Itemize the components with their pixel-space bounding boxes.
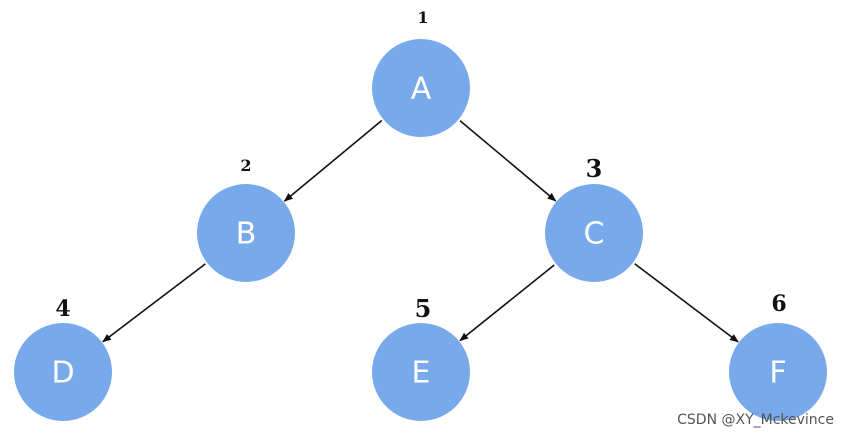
order-labels: 1 2 3 4 5 6 [55, 8, 786, 323]
edge-c-f [634, 263, 739, 343]
node-b-label: B [236, 217, 257, 252]
node-d-label: D [51, 356, 74, 391]
node-e: E [372, 323, 470, 421]
order-label-a: 1 [417, 8, 428, 27]
edge-c-e [459, 264, 555, 342]
node-f-label: F [769, 356, 786, 391]
edge-a-b [283, 119, 383, 202]
node-d-circle [14, 323, 112, 421]
node-a: A [372, 39, 470, 137]
order-label-e: 5 [415, 294, 432, 323]
order-label-d: 4 [55, 296, 70, 322]
order-label-b: 2 [240, 156, 251, 175]
node-f: F [729, 323, 827, 421]
node-f-circle [729, 323, 827, 421]
node-a-label: A [411, 72, 432, 107]
nodes: A B C D E F [14, 39, 827, 421]
node-d: D [14, 323, 112, 421]
node-c: C [545, 184, 643, 282]
node-c-circle [545, 184, 643, 282]
node-b: B [197, 184, 295, 282]
node-b-circle [197, 184, 295, 282]
edge-a-c [459, 120, 557, 202]
order-label-f: 6 [771, 291, 786, 317]
node-e-circle [372, 323, 470, 421]
node-c-label: C [584, 217, 605, 252]
edge-b-d [102, 263, 206, 343]
order-label-c: 3 [586, 154, 603, 183]
node-a-circle [372, 39, 470, 137]
edges [102, 119, 739, 343]
watermark: CSDN @XY_Mckevince [677, 412, 834, 428]
node-e-label: E [412, 356, 431, 391]
